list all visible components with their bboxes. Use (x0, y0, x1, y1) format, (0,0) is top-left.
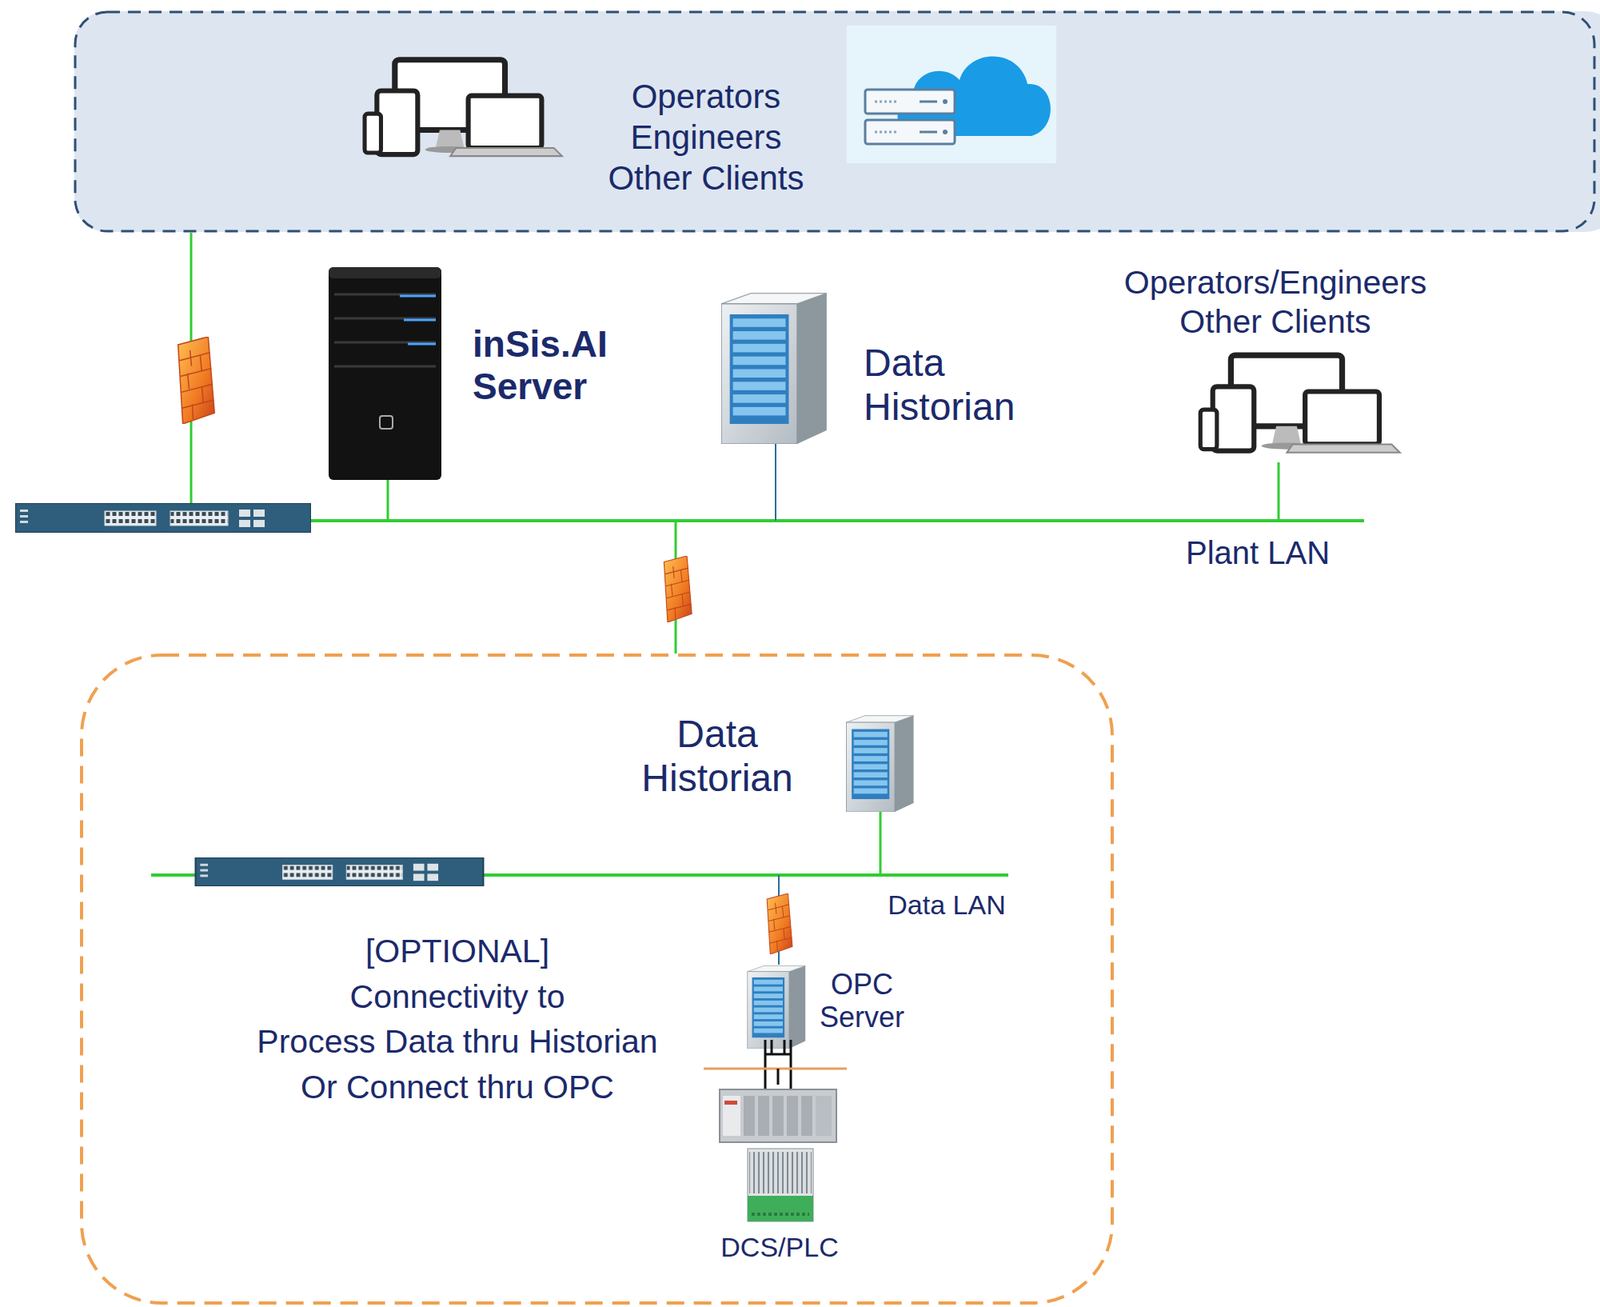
cloud-region-fill (74, 11, 1600, 232)
control-network-line (703, 1067, 847, 1070)
device-label: OPC Server (819, 967, 905, 1034)
dcs-rack-icon (719, 1089, 837, 1142)
io-module-icon (747, 1148, 814, 1221)
network-zone: [OPTIONAL] Connectivity to Process Data … (79, 653, 1114, 1305)
zone-caption: [OPTIONAL] Connectivity to Process Data … (256, 928, 658, 1110)
zone-outline (73, 10, 1597, 233)
opc-server-icon (747, 965, 806, 1049)
network-device: Data Historian (721, 291, 1042, 444)
tower-server-icon (328, 267, 442, 480)
device-label: Operators/Engineers Other Clients (1124, 263, 1427, 342)
network-device: Data Historian (615, 710, 928, 814)
cable-connector (777, 1068, 780, 1085)
firewall-icon (178, 336, 216, 424)
client-devices-icon (1200, 355, 1400, 453)
data-lan-wires (151, 811, 1009, 965)
zone-outline (79, 653, 1114, 1305)
device-label: inSis.AI Server (472, 323, 608, 408)
network-switch (195, 857, 484, 886)
zone-border (81, 654, 1113, 1303)
historian-server-icon (845, 715, 914, 812)
zone-border (75, 11, 1595, 232)
device-label: DCS/PLC (720, 1231, 838, 1263)
firewall-icon (766, 893, 793, 954)
cloud-server-icon (846, 25, 1057, 164)
zone-caption: Operators Engineers Other Clients (607, 75, 804, 200)
network-device: Operators/Engineers Other Clients (1103, 259, 1448, 464)
network-device: inSis.AI Server (328, 267, 617, 480)
network-device: DCS/PLC (715, 1084, 844, 1267)
client-devices-icon (364, 59, 563, 156)
historian-server-icon (721, 293, 827, 444)
network-label: Data LAN (887, 889, 1006, 921)
device-label: Data Historian (641, 711, 793, 800)
network-label: Plant LAN (1185, 534, 1330, 571)
firewall-icon (663, 555, 692, 623)
device-label: Data Historian (863, 340, 1015, 429)
network-device: OPC Server (739, 964, 916, 1069)
network-switch (15, 502, 312, 533)
network-zone: Operators Engineers Other Clients (73, 10, 1597, 233)
controller-cables (765, 1039, 791, 1090)
